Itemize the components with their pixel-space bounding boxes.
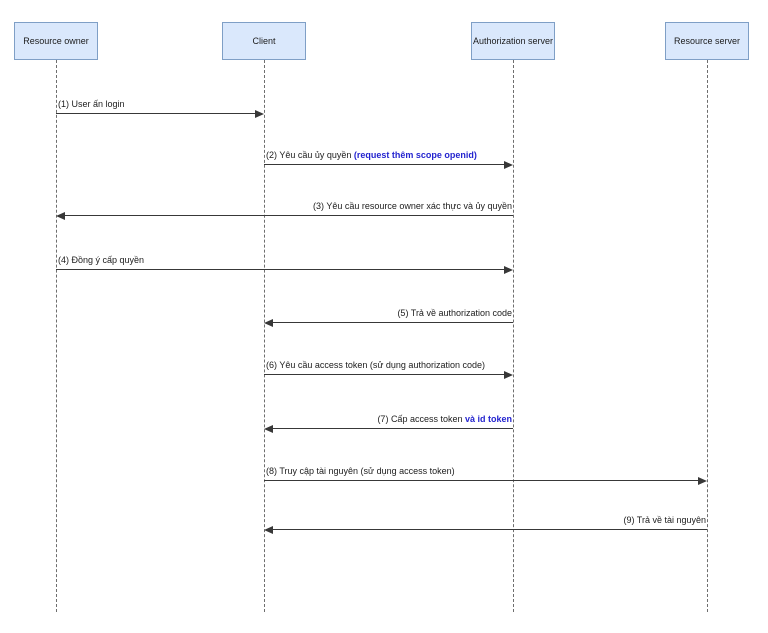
message-text-emphasis: (request thêm scope openid): [353, 150, 477, 160]
actor-box-client: Client: [222, 22, 306, 60]
message-line: [272, 322, 513, 323]
arrowhead-icon: [698, 477, 707, 485]
message-text: (6) Yêu cầu access token (sử dụng author…: [266, 360, 485, 370]
actor-label: Client: [252, 36, 276, 46]
message-text: (7) Cấp access token: [377, 414, 465, 424]
lifeline-resource-owner: [56, 60, 57, 612]
message-label: (7) Cấp access token và id token: [377, 413, 512, 426]
arrowhead-icon: [264, 425, 273, 433]
message-label: (5) Trả về authorization code: [397, 307, 512, 320]
message-label: (4) Đồng ý cấp quyền: [58, 254, 144, 267]
message-text: (9) Trả về tài nguyên: [623, 515, 706, 525]
message-label: (2) Yêu cầu ủy quyền (request thêm scope…: [266, 149, 477, 162]
arrowhead-icon: [504, 371, 513, 379]
message-label: (3) Yêu cầu resource owner xác thực và ủ…: [313, 200, 512, 213]
message-line: [264, 374, 505, 375]
message-line: [64, 215, 513, 216]
message-label: (1) User ấn login: [58, 98, 125, 111]
arrowhead-icon: [264, 319, 273, 327]
message-text: (4) Đồng ý cấp quyền: [58, 255, 145, 265]
lifeline-client: [264, 60, 265, 612]
actor-box-resource-server: Resource server: [665, 22, 749, 60]
lifeline-resource-server: [707, 60, 708, 612]
arrowhead-icon: [504, 266, 513, 274]
actor-label: Resource server: [673, 36, 741, 46]
message-label: (8) Truy cập tài nguyên (sử dụng access …: [266, 465, 455, 478]
lifeline-authorization-server: [513, 60, 514, 612]
message-label: (9) Trả về tài nguyên: [623, 514, 706, 527]
actor-box-authorization-server: Authorization server: [471, 22, 555, 60]
message-line: [272, 428, 513, 429]
message-text: (8) Truy cập tài nguyên (sử dụng access …: [266, 466, 455, 476]
message-line: [272, 529, 707, 530]
arrowhead-icon: [255, 110, 264, 118]
message-text: (1) User ấn login: [58, 99, 125, 109]
message-line: [264, 164, 505, 165]
message-text: (3) Yêu cầu resource owner xác thực và ủ…: [313, 201, 512, 211]
actor-box-resource-owner: Resource owner: [14, 22, 98, 60]
message-line: [264, 480, 699, 481]
arrowhead-icon: [264, 526, 273, 534]
message-label: (6) Yêu cầu access token (sử dụng author…: [266, 359, 485, 372]
actor-label: Authorization server: [472, 36, 554, 46]
message-line: [56, 113, 256, 114]
arrowhead-icon: [504, 161, 513, 169]
message-text: (5) Trả về authorization code: [397, 308, 512, 318]
message-text: (2) Yêu cầu ủy quyền: [266, 150, 354, 160]
message-text-emphasis: và id token: [464, 414, 512, 424]
message-line: [56, 269, 505, 270]
actor-label: Resource owner: [23, 36, 89, 46]
arrowhead-icon: [56, 212, 65, 220]
